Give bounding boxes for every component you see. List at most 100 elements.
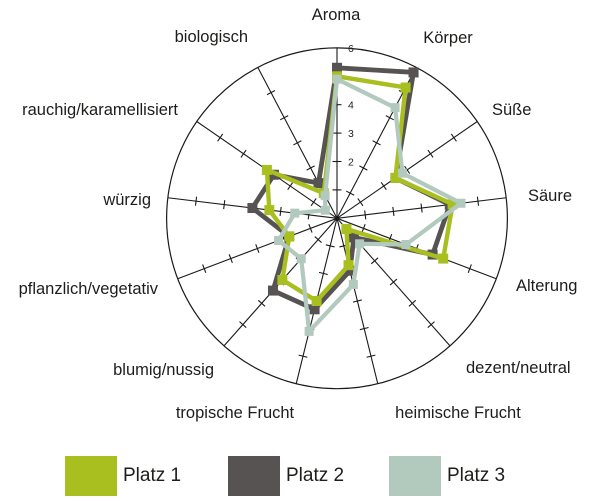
axis-tick: [372, 140, 381, 146]
axis-tick: [202, 264, 207, 274]
axis-tick: [450, 133, 457, 142]
axis-tick: [420, 203, 423, 213]
legend-swatch-platz-2: [228, 456, 280, 496]
axis-tick: [361, 223, 366, 233]
legend-item-platz-2: Platz 2: [228, 455, 344, 497]
series-point-platz-1-1: [400, 82, 411, 93]
series-point-platz-1-11: [261, 164, 272, 175]
axis-tick: [239, 321, 247, 328]
series-point-platz-1-5: [341, 223, 352, 234]
axis-tick: [385, 115, 395, 121]
axis-label-8: blumig/nussig: [113, 361, 214, 379]
series-point-platz-3-12: [320, 191, 330, 201]
series-point-platz-3-11: [320, 205, 330, 215]
axis-tick: [310, 198, 317, 207]
axis-tick: [279, 115, 289, 121]
axis-tick: [306, 165, 315, 171]
series-point-platz-1-7: [311, 296, 322, 307]
axis-tick: [357, 198, 364, 207]
axis-tick: [318, 271, 328, 276]
legend-label-platz-1: Platz 1: [123, 465, 182, 486]
series-point-platz-1-4: [438, 253, 449, 264]
axis-tick: [314, 236, 322, 243]
axis-tick: [287, 182, 294, 191]
axis-tick: [392, 206, 395, 216]
axis-tick: [359, 326, 369, 331]
series-point-platz-1-10: [264, 205, 275, 216]
series-point-platz-3-1: [390, 103, 400, 113]
series-point-platz-3-8: [296, 254, 306, 264]
axis-tick: [228, 254, 233, 263]
axis-tick: [404, 165, 411, 174]
series-point-platz-3-2: [397, 168, 407, 178]
axis-tick: [389, 278, 398, 286]
legend-item-platz-3: Platz 3: [389, 455, 505, 497]
axis-tick: [364, 210, 367, 220]
axis-tick: [359, 165, 368, 171]
series-point-platz-2-1: [408, 67, 419, 78]
legend-item-platz-1: Platz 1: [65, 455, 181, 497]
series-polygon-platz-1: [264, 73, 456, 304]
axis-tick: [194, 196, 198, 206]
axis-tick: [279, 206, 282, 216]
chart-legend: Platz 1 Platz 2 Platz 3: [0, 455, 600, 499]
axis-tick: [298, 354, 308, 358]
series-point-platz-1-8: [277, 274, 288, 285]
axis-tick: [352, 299, 362, 303]
axis-tick: [467, 264, 472, 274]
series-point-platz-2-8: [267, 285, 278, 296]
series-point-platz-3-3: [456, 198, 466, 208]
axis-label-3: Säure: [528, 187, 572, 205]
series-point-platz-3-4: [401, 239, 411, 249]
series-point-platz-2-5: [348, 232, 359, 243]
scale-label-6: 6: [348, 43, 354, 55]
series-point-platz-3-0: [332, 74, 342, 84]
axis-tick: [293, 140, 302, 146]
axis-label-4: Alterung: [516, 277, 577, 295]
legend-swatch-platz-1: [65, 456, 117, 496]
series-point-platz-3-7: [304, 326, 314, 336]
axis-label-0: Aroma: [312, 6, 361, 24]
axis-tick: [380, 182, 387, 191]
legend-label-platz-3: Platz 3: [447, 465, 506, 486]
axis-label-1: Körper: [423, 29, 473, 47]
axis-label-5: dezent/neutral: [466, 359, 571, 377]
axis-label-6: heimische Frucht: [395, 404, 521, 422]
axis-tick: [408, 299, 417, 307]
axis-tick: [255, 244, 260, 253]
legend-label-platz-2: Platz 2: [286, 465, 345, 486]
series-polygon-platz-3: [275, 75, 465, 337]
axis-label-7: tropische Frucht: [176, 404, 295, 422]
series-point-platz-3-10: [290, 208, 300, 218]
series-point-platz-3-6: [348, 279, 358, 289]
axis-tick: [366, 354, 376, 358]
axis-label-11: rauchig/karamellisiert: [22, 101, 178, 119]
axis-tick: [476, 196, 480, 206]
axis-label-12: biologisch: [175, 28, 248, 46]
series-point-platz-2-12: [313, 178, 324, 189]
axis-tick: [370, 257, 379, 265]
series-point-platz-1-2: [390, 172, 401, 183]
series-point-platz-2-10: [247, 203, 258, 214]
axis-label-9: pflanzlich/vegetativ: [19, 280, 159, 298]
series-point-platz-3-9: [274, 235, 284, 245]
legend-swatch-platz-3: [389, 456, 441, 496]
scale-label-2: 2: [348, 157, 354, 169]
axis-tick: [427, 321, 435, 328]
series-point-platz-1-6: [343, 260, 354, 271]
axis-tick: [325, 244, 335, 248]
axis-tick: [240, 149, 247, 158]
scale-label-4: 4: [348, 100, 354, 112]
axis-label-2: Süße: [492, 101, 531, 119]
series-point-platz-2-0: [332, 62, 342, 73]
axis-label-10: würzig: [102, 191, 151, 209]
axis-tick: [223, 200, 226, 210]
axis-tick: [308, 223, 313, 233]
series-point-platz-2-6: [344, 265, 355, 276]
axis-tick: [217, 133, 224, 142]
scale-label-3: 3: [348, 128, 354, 140]
series-point-platz-3-5: [355, 239, 365, 249]
series-point-platz-2-7: [309, 304, 320, 315]
